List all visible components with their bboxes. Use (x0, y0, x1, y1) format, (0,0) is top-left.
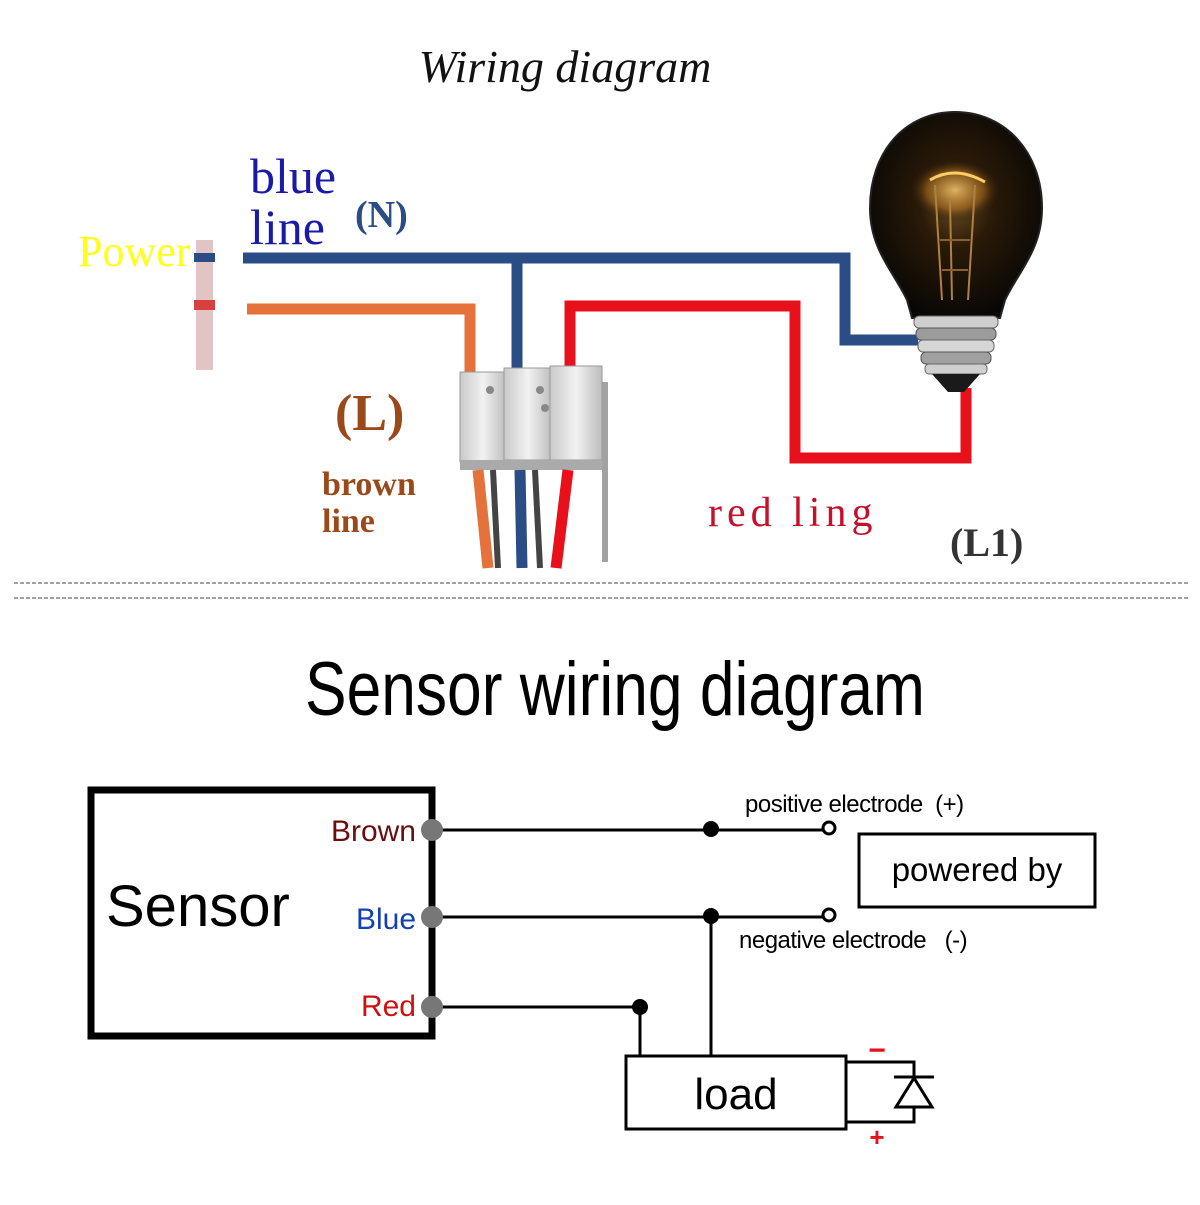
power-label: Power (78, 227, 191, 276)
diode-plus-sign: + (869, 1122, 884, 1152)
brown-line-label-2: line (322, 503, 375, 540)
load-label: load (694, 1070, 777, 1119)
red-wire (564, 300, 972, 464)
terminal-label-brown: Brown (331, 815, 416, 848)
power-supply-box (857, 832, 1097, 909)
terminal-connector (459, 365, 608, 569)
terminal-dot-red (421, 996, 443, 1018)
sensor-title: Sensor wiring diagram (305, 646, 925, 731)
negative-electrode-label: negative electrode (-) (739, 927, 967, 954)
negative-terminal (821, 907, 837, 923)
blue-line-label-1: blue (250, 148, 336, 204)
sensor-box (87, 786, 436, 1040)
positive-terminal (821, 820, 837, 836)
blue-wire (243, 252, 918, 346)
red-line-label: red ling (708, 490, 877, 536)
light-bulb-icon (868, 110, 1044, 392)
junction-dot-red (632, 999, 648, 1015)
sensor-wiring-diagram: Sensor wiring diagram Sensor Brown Blue … (87, 646, 1097, 1152)
terminal-label-blue: Blue (356, 903, 416, 936)
sensor-label: Sensor (106, 874, 290, 939)
load-line-label: (L1) (950, 520, 1023, 565)
brown-line-label-1: brown (322, 466, 416, 503)
terminal-dot-brown (421, 819, 443, 841)
diode-icon (846, 1060, 935, 1124)
load-box (624, 1054, 848, 1131)
neutral-label: (N) (355, 194, 408, 236)
brown-wire (247, 303, 476, 378)
blue-line-label-2: line (250, 199, 325, 255)
terminal-dot-blue (421, 906, 443, 928)
positive-electrode-label: positive electrode (+) (745, 791, 964, 818)
live-label: (L) (335, 385, 404, 442)
power-terminal-red-mark (194, 300, 215, 310)
top-wiring-diagram: Wiring diagram Power blue line (N) (78, 41, 1044, 569)
power-supply-label: powered by (892, 851, 1063, 888)
power-terminal-blue-mark (194, 253, 215, 262)
diode-minus-sign: − (868, 1034, 886, 1067)
top-title: Wiring diagram (419, 41, 712, 92)
junction-dot-brown (703, 821, 719, 837)
junction-dot-blue (703, 908, 719, 924)
terminal-label-red: Red (361, 990, 416, 1023)
